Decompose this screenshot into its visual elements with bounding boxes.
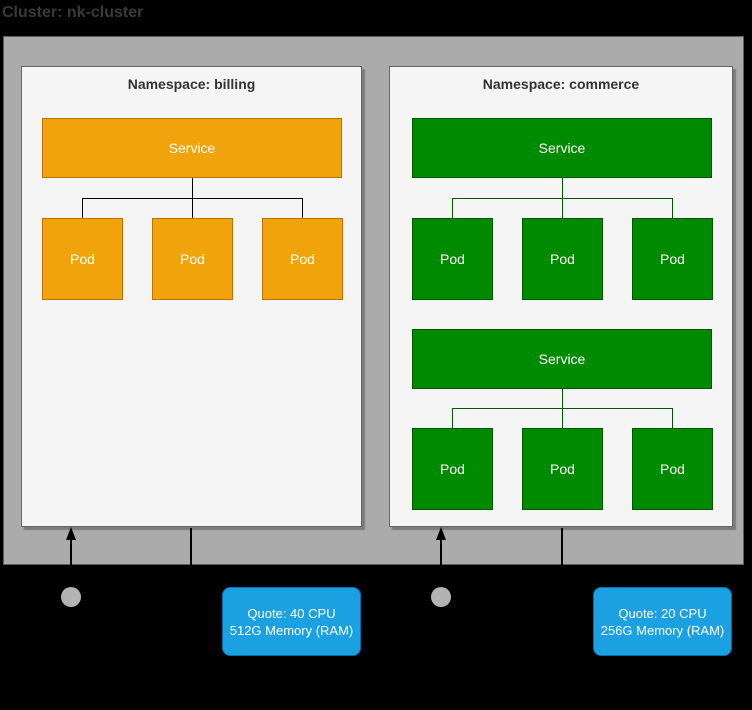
pod-node: Pod [42, 218, 123, 300]
service-node: Service [412, 118, 712, 178]
tree-connector [562, 198, 563, 218]
tree-connector [82, 198, 83, 218]
tree-connector [672, 198, 673, 218]
pod-node: Pod [152, 218, 233, 300]
tree-connector [562, 408, 563, 428]
arrow-shaft [440, 539, 442, 589]
pod-node: Pod [522, 428, 603, 510]
tree-connector [672, 408, 673, 428]
namespace-commerce-title: Namespace: commerce [482, 76, 640, 92]
pod-node: Pod [262, 218, 343, 300]
arrow-shaft [70, 539, 72, 589]
quote-connector [561, 528, 563, 566]
up-arrow-icon [66, 527, 76, 540]
endpoint-circle [431, 587, 451, 607]
pod-node: Pod [412, 428, 493, 510]
namespace-commerce: Namespace: commerce Service Pod Pod Pod … [389, 66, 733, 527]
pod-node: Pod [522, 218, 603, 300]
service-node: Service [42, 118, 342, 178]
quote-note-billing: Quote: 40 CPU 512G Memory (RAM) [222, 587, 361, 656]
cluster-title: Cluster: nk-cluster [2, 4, 144, 21]
pod-node: Pod [632, 218, 713, 300]
quote-line: 256G Memory (RAM) [600, 622, 725, 638]
endpoint-circle [61, 587, 81, 607]
quote-line: Quote: 40 CPU [247, 605, 336, 621]
tree-connector [562, 389, 563, 408]
tree-connector [452, 198, 453, 218]
tree-connector [452, 408, 453, 428]
pod-node: Pod [412, 218, 493, 300]
tree-connector [192, 198, 193, 218]
quote-connector [190, 528, 192, 566]
tree-connector [562, 178, 563, 198]
tree-connector [302, 198, 303, 218]
namespace-billing: Namespace: billing Service Pod Pod Pod [21, 66, 362, 527]
quote-line: 512G Memory (RAM) [229, 622, 354, 638]
up-arrow-icon [436, 527, 446, 540]
pod-node: Pod [632, 428, 713, 510]
tree-connector [192, 178, 193, 198]
quote-line: Quote: 20 CPU [618, 605, 707, 621]
quote-note-commerce: Quote: 20 CPU 256G Memory (RAM) [593, 587, 732, 656]
namespace-billing-title: Namespace: billing [127, 76, 256, 92]
service-node: Service [412, 329, 712, 389]
